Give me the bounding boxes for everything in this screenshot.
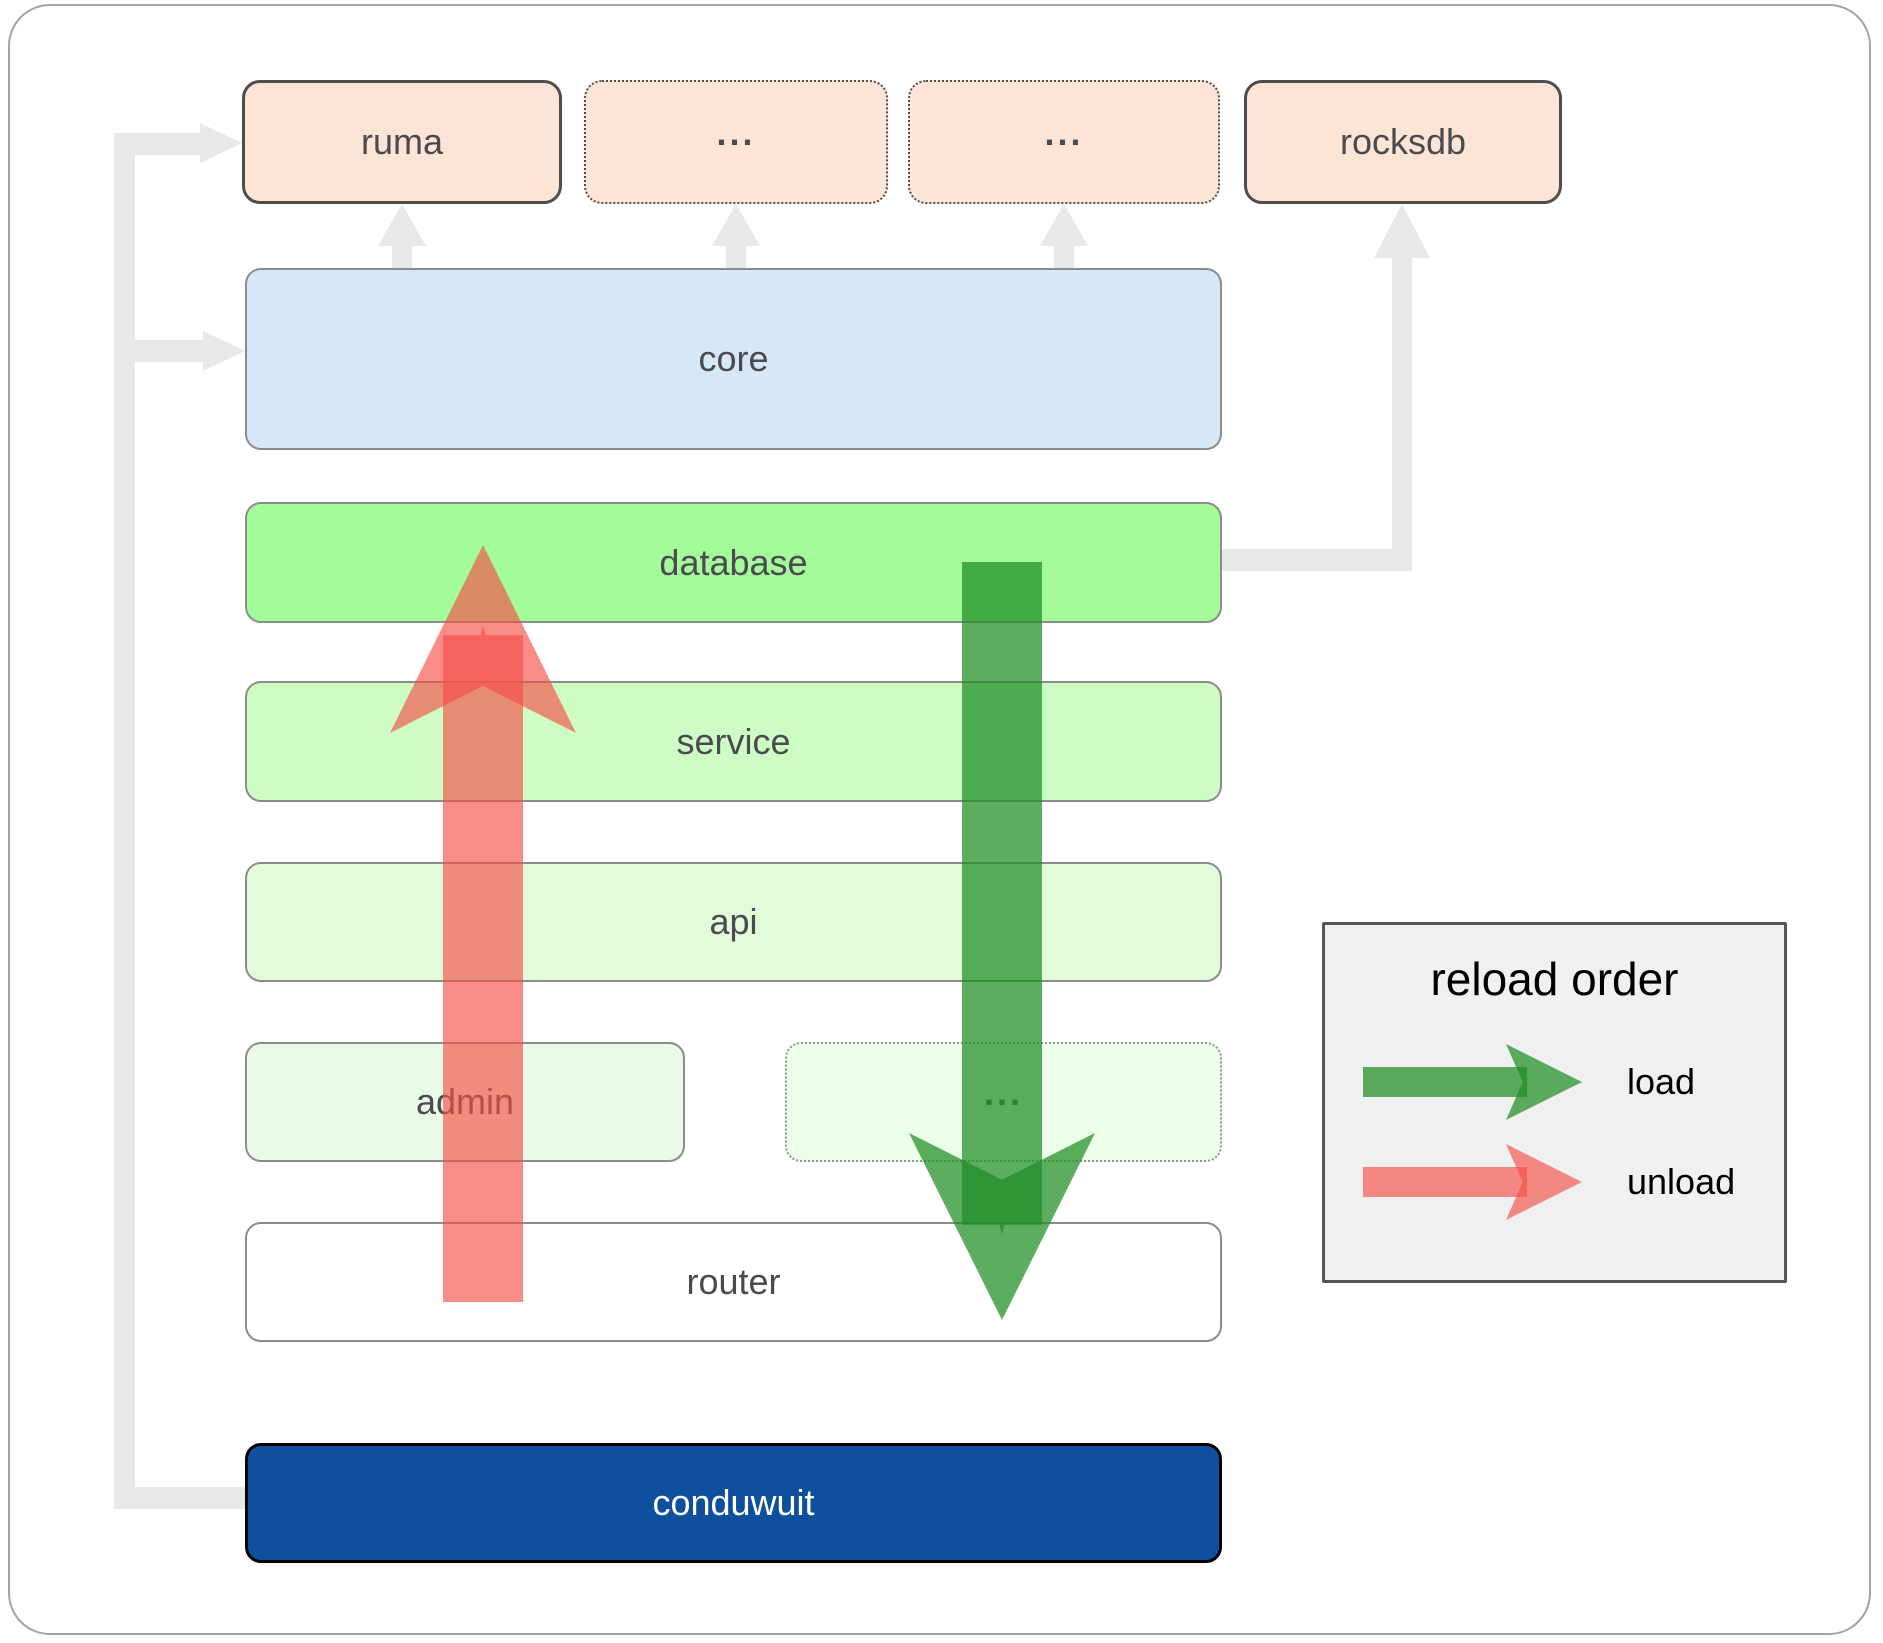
legend-load-arrow-shaft bbox=[1363, 1067, 1527, 1097]
connector-database-rocksdb-vertical bbox=[1392, 254, 1412, 571]
connector-core-ellipsis1-shaft bbox=[726, 244, 746, 268]
legend-unload-label: unload bbox=[1627, 1161, 1736, 1202]
node-ellipsis-top-right: ... bbox=[908, 80, 1220, 204]
node-database-label: database bbox=[659, 541, 808, 583]
connector-core-ellipsis2-shaft bbox=[1054, 244, 1074, 268]
node-service-label: service bbox=[676, 720, 791, 762]
node-ellipsis-top-left-label: ... bbox=[716, 112, 756, 153]
node-ellipsis-top-left: ... bbox=[584, 80, 888, 204]
node-ruma: ruma bbox=[242, 80, 562, 204]
node-api-label: api bbox=[709, 901, 758, 942]
diagram-frame bbox=[8, 4, 1871, 1635]
node-core-label: core bbox=[698, 338, 769, 379]
connector-conduwuit-vertical bbox=[114, 133, 135, 1509]
legend-box bbox=[1322, 922, 1787, 1283]
node-conduwuit: conduwuit bbox=[245, 1443, 1222, 1563]
node-rocksdb-label: rocksdb bbox=[1339, 121, 1467, 162]
connector-conduwuit-horizontal bbox=[114, 1487, 245, 1509]
node-service: service bbox=[245, 681, 1222, 802]
load-arrow-shaft bbox=[962, 562, 1042, 1235]
legend-title: reload order bbox=[1430, 953, 1679, 1005]
legend-unload-arrow-shaft bbox=[1363, 1167, 1527, 1197]
node-router: router bbox=[245, 1222, 1222, 1342]
connector-to-ruma-shaft bbox=[135, 133, 202, 155]
unload-arrow-shaft bbox=[443, 625, 523, 1302]
node-api: api bbox=[245, 862, 1222, 982]
node-ellipsis-top-right-label: ... bbox=[1044, 112, 1084, 153]
legend-load-label: load bbox=[1627, 1061, 1696, 1102]
connector-core-ruma-shaft bbox=[392, 244, 412, 268]
connector-database-rocksdb-horizontal bbox=[1222, 549, 1412, 571]
connector-to-core-shaft bbox=[135, 340, 205, 362]
node-core: core bbox=[245, 268, 1222, 450]
node-ruma-label: ruma bbox=[360, 121, 444, 162]
node-conduwuit-label: conduwuit bbox=[652, 1482, 815, 1523]
node-database: database bbox=[245, 502, 1222, 623]
node-router-label: router bbox=[686, 1261, 781, 1302]
node-rocksdb: rocksdb bbox=[1244, 80, 1562, 204]
